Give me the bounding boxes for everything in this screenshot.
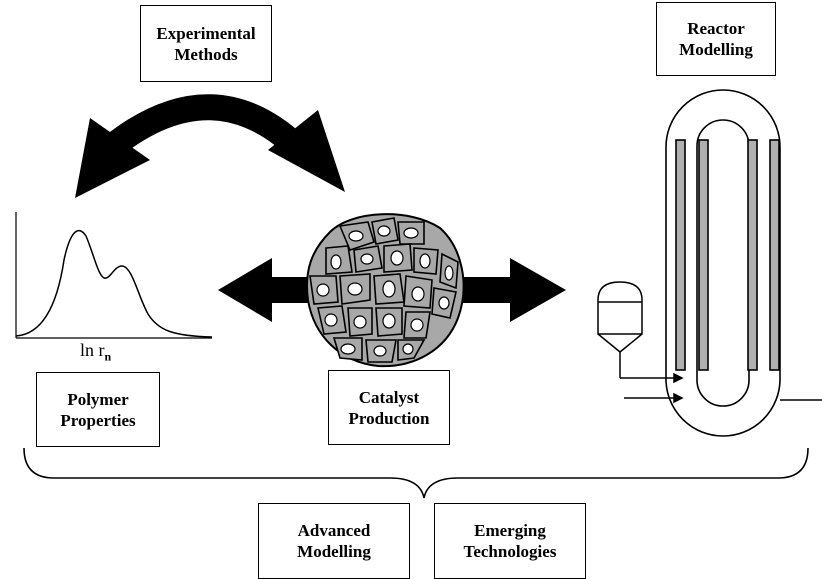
reactor-jacket bbox=[698, 139, 709, 371]
polymer-properties-line1: Polymer bbox=[67, 389, 129, 409]
catalyst-production-box: Catalyst Production bbox=[328, 370, 450, 445]
catalyst-particle bbox=[306, 213, 465, 368]
reactor-modelling-box: Reactor Modelling bbox=[656, 2, 776, 76]
advanced-modelling-line2: Modelling bbox=[297, 542, 371, 561]
catalyst-production-line1: Catalyst bbox=[358, 387, 420, 407]
distribution-axis-label: ln rn bbox=[80, 340, 111, 365]
reactor-modelling-line2: Modelling bbox=[679, 40, 753, 59]
reactor-outer-loop bbox=[665, 89, 781, 437]
catalyst-production-line2: Production bbox=[348, 408, 430, 428]
curved-double-arrow bbox=[75, 94, 345, 198]
polymer-properties-box: Polymer Properties bbox=[36, 372, 160, 447]
experimental-methods-box: Experimental Methods bbox=[140, 5, 272, 82]
distribution-curve bbox=[15, 230, 213, 338]
reactor-modelling-line1: Reactor bbox=[687, 19, 745, 38]
emerging-technologies-line1: Emerging bbox=[474, 521, 546, 540]
emerging-technologies-line2: Technologies bbox=[463, 542, 557, 561]
axis-label-main: ln r bbox=[80, 340, 105, 360]
reactor-jacket bbox=[769, 139, 780, 371]
reactor-jacket bbox=[675, 139, 686, 371]
axis-label-subscript: n bbox=[104, 349, 112, 364]
experimental-methods-line2: Methods bbox=[174, 44, 238, 64]
emerging-technologies-box: Emerging Technologies bbox=[434, 503, 586, 579]
feed-hopper bbox=[597, 281, 684, 404]
reactor-jacket bbox=[747, 139, 758, 371]
polymer-properties-line2: Properties bbox=[60, 410, 136, 430]
advanced-modelling-line1: Advanced bbox=[297, 521, 371, 540]
grouping-brace bbox=[23, 447, 809, 499]
loop-reactor bbox=[665, 89, 822, 437]
distribution-plot bbox=[15, 212, 213, 339]
experimental-methods-line1: Experimental bbox=[156, 23, 256, 43]
advanced-modelling-box: Advanced Modelling bbox=[258, 503, 410, 579]
